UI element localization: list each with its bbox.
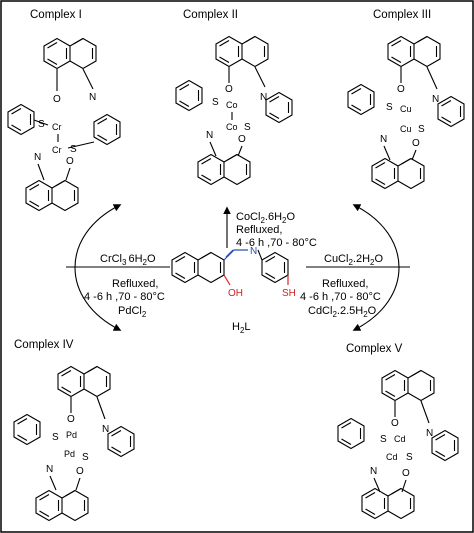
complex-3-metal-top: Cu: [400, 104, 412, 114]
ligand-oh: OH: [228, 288, 243, 299]
cond-left-line3: 4 -6 h ,70 - 80°C: [84, 291, 165, 303]
complex-1-o-top: O: [53, 94, 61, 105]
complex-5-title: Complex V: [346, 343, 403, 355]
complex-3-o-bottom: O: [412, 138, 420, 149]
complex-1-n-top: N: [89, 92, 96, 103]
complex-3-o-top: O: [397, 84, 405, 95]
complex-5-n-bottom: N: [370, 466, 377, 477]
ligand-structure: N SH OH: [171, 246, 296, 299]
complex-4-n-bottom: N: [46, 464, 53, 475]
complex-3-structure: O N S Cu Cu S N O: [347, 35, 465, 190]
complex-2-metal-bottom: Co: [226, 122, 238, 132]
complex-2-n-bottom: N: [206, 130, 213, 141]
complex-2-n-top: N: [260, 92, 267, 103]
complex-4-s-left: S: [52, 432, 59, 443]
cond-left-line4: PdCl2: [118, 305, 147, 319]
complex-5-s-left: S: [380, 434, 387, 445]
complex-5-s-right: S: [406, 452, 413, 463]
complex-3-metal-bottom: Cu: [400, 124, 412, 134]
complex-1-title: Complex I: [30, 9, 82, 21]
complex-2-s-right: S: [244, 122, 251, 133]
complex-5-n-top: N: [426, 428, 433, 439]
complex-4-structure: O N S Pd Pd S N O: [13, 365, 135, 522]
complex-2-o-bottom: O: [238, 134, 246, 145]
complex-2-metal-top: Co: [226, 100, 238, 110]
cond-top-line2: Refluxed,: [236, 224, 282, 236]
cond-right-line3: 4 -6 h ,70 - 80°C: [300, 291, 381, 303]
complex-1-n-bottom: N: [34, 152, 41, 163]
complex-4-metal-bottom: Pd: [64, 449, 75, 459]
complex-3-s-left: S: [386, 102, 393, 113]
ligand-name: H2L: [232, 321, 251, 335]
complex-2-title: Complex II: [183, 9, 238, 21]
cond-right-line2: Refluxed,: [322, 278, 368, 290]
complex-1-s-left: S: [38, 119, 45, 130]
complex-4-s-right: S: [82, 452, 89, 463]
complex-3-s-right: S: [418, 124, 425, 135]
complex-5-o-bottom: O: [402, 468, 410, 479]
ligand-sh: SH: [282, 288, 296, 299]
cond-left-line2: Refluxed,: [112, 278, 158, 290]
ligand-n: N: [250, 246, 257, 257]
complex-2-structure: O N S Co Co S N O: [175, 35, 293, 186]
complex-1-o-bottom: O: [66, 156, 74, 167]
complex-5-o-top: O: [391, 418, 399, 429]
complex-2-s-left: S: [212, 97, 219, 108]
complex-3-title: Complex III: [373, 9, 431, 21]
complex-3-n-bottom: N: [380, 134, 387, 145]
complex-1-structure: O N S Cr Cr S N O: [7, 37, 121, 212]
complex-4-o-bottom: O: [76, 466, 84, 477]
complex-5-metal-top: Cd: [394, 434, 406, 444]
cond-right-reagent: CuCl2.2H2O: [324, 253, 383, 267]
complex-4-n-top: N: [102, 424, 109, 435]
complex-3-n-top: N: [432, 94, 439, 105]
complex-2-o-top: O: [225, 84, 233, 95]
cond-top-line3: 4 -6 h ,70 - 80°C: [236, 237, 317, 249]
complex-4-metal-top: Pd: [66, 430, 77, 440]
complex-5-structure: O N S Cd Cd S N O: [337, 369, 459, 520]
cond-right-line4: CdCl2.2.5H2O: [308, 305, 377, 319]
complex-1-metal-top: Cr: [52, 122, 62, 132]
complex-1-metal-bottom: Cr: [52, 145, 62, 155]
cond-top-reagent: CoCl2.6H2O: [236, 211, 295, 225]
complex-5-metal-bottom: Cd: [386, 452, 398, 462]
complex-1-s-right: S: [70, 144, 77, 155]
complex-4-o-top: O: [67, 414, 75, 425]
complex-4-title: Complex IV: [14, 339, 74, 351]
